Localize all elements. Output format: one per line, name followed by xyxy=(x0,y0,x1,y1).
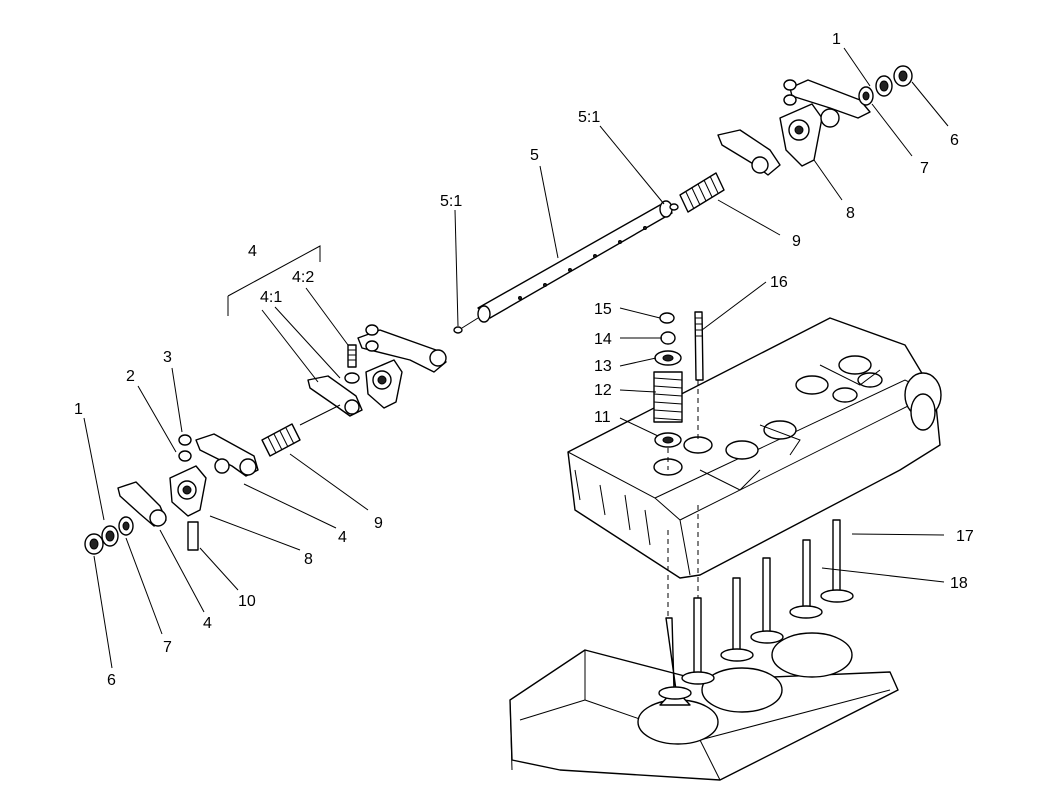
callout-18: 18 xyxy=(950,575,968,592)
callout-5: 5 xyxy=(530,147,539,164)
callout-5-1-left: 5:1 xyxy=(440,193,462,210)
callout-9-right: 9 xyxy=(792,233,801,250)
callout-17: 17 xyxy=(956,528,974,545)
valve-spring-stack xyxy=(653,311,704,470)
callout-14: 14 xyxy=(594,331,612,348)
engine-block xyxy=(509,632,899,781)
callout-13: 13 xyxy=(594,358,612,375)
callout-1-right: 1 xyxy=(832,31,841,48)
middle-rocker-group xyxy=(261,324,447,457)
callout-4-low: 4 xyxy=(203,615,212,632)
callout-1-left: 1 xyxy=(74,401,83,418)
callout-4-mid: 4 xyxy=(338,529,347,546)
callout-15: 15 xyxy=(594,301,612,318)
callout-3: 3 xyxy=(163,349,172,366)
callout-labels: 1 6 7 8 9 5:1 5 5:1 4 4:2 4:1 3 2 1 9 4 … xyxy=(74,31,974,689)
group-bracket-4 xyxy=(227,245,321,316)
rocker-shaft xyxy=(453,200,679,334)
callout-10: 10 xyxy=(238,593,256,610)
right-rocker-group xyxy=(679,65,913,213)
leader-lines xyxy=(83,47,949,669)
callout-6-left: 6 xyxy=(107,672,116,689)
callout-8-right: 8 xyxy=(846,205,855,222)
left-rocker-group xyxy=(84,404,341,555)
callout-8-left: 8 xyxy=(304,551,313,568)
cylinder-head xyxy=(567,317,942,579)
callout-4-group: 4 xyxy=(248,243,257,260)
callout-6-right: 6 xyxy=(950,132,959,149)
valves xyxy=(658,505,854,706)
callout-11: 11 xyxy=(594,409,611,426)
callout-4-1: 4:1 xyxy=(260,289,282,306)
callout-9-left: 9 xyxy=(374,515,383,532)
callout-12: 12 xyxy=(594,382,612,399)
callout-16: 16 xyxy=(770,274,788,291)
callout-2: 2 xyxy=(126,368,135,385)
callout-5-1-right: 5:1 xyxy=(578,109,600,126)
callout-4-2: 4:2 xyxy=(292,269,314,286)
callout-7-left: 7 xyxy=(163,639,172,656)
callout-7-right: 7 xyxy=(920,160,929,177)
